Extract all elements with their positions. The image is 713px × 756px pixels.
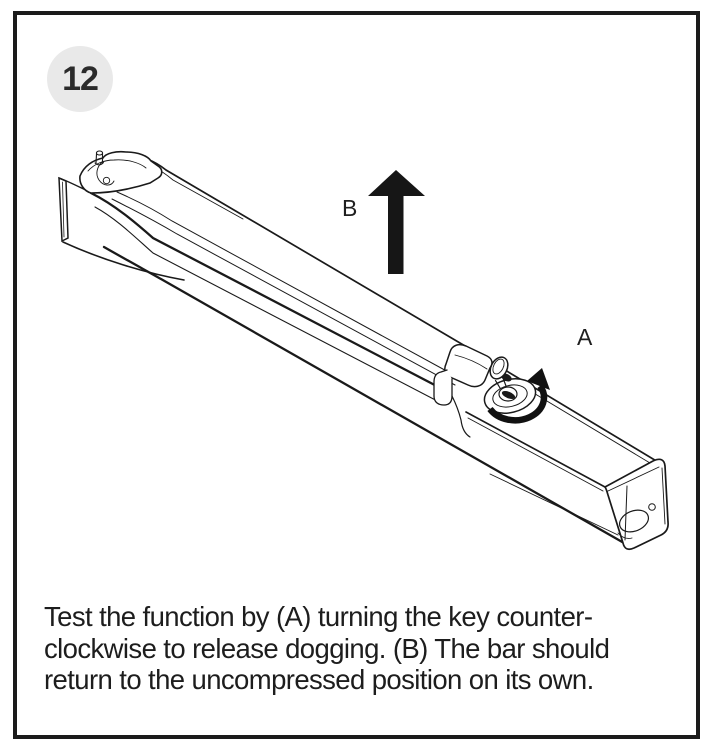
counterclockwise-rotation-arrow-icon bbox=[487, 368, 550, 424]
cover-top-crease-2 bbox=[111, 198, 456, 386]
cover-back-top-edge bbox=[146, 158, 478, 354]
step-number-badge: 12 bbox=[47, 46, 113, 112]
cover-end-edge bbox=[451, 395, 471, 438]
caption-line-2: clockwise to release dogging. (B) The ba… bbox=[44, 632, 610, 664]
key-icon bbox=[489, 356, 512, 389]
cover-front-crease bbox=[94, 206, 446, 406]
left-end-cap bbox=[58, 150, 163, 243]
end-face-bottom-arc bbox=[617, 532, 633, 539]
cap-pin-top bbox=[95, 150, 104, 156]
caption-line-1: Test the function by (A) turning the key… bbox=[44, 601, 593, 632]
cap-pin-sides bbox=[95, 152, 104, 164]
end-face bbox=[603, 458, 669, 551]
cap-dome bbox=[79, 150, 163, 194]
cover-front-top-edge bbox=[89, 191, 452, 395]
cap-detail-circle bbox=[102, 176, 111, 185]
key-cylinder bbox=[483, 356, 537, 414]
push-bar-body bbox=[62, 158, 626, 545]
caption: Test the function by (A) turning the key… bbox=[44, 601, 684, 696]
up-arrow-icon bbox=[368, 170, 425, 274]
channel-front-top-edge bbox=[465, 411, 606, 488]
end-face-right-lip bbox=[661, 467, 666, 525]
mounting-channel bbox=[465, 360, 659, 492]
plate-inner-line bbox=[62, 181, 65, 238]
keyway bbox=[501, 391, 516, 399]
panel-frame bbox=[13, 11, 700, 739]
end-face-outline bbox=[603, 458, 669, 551]
end-face-screw-hole bbox=[648, 503, 656, 511]
key-head-inner bbox=[492, 358, 505, 375]
dogging-housing bbox=[433, 343, 493, 438]
label-a: A bbox=[577, 324, 593, 350]
rotation-arrow-head bbox=[527, 368, 550, 390]
cap-pin-base bbox=[94, 162, 104, 166]
key-shaft bbox=[494, 377, 507, 389]
end-face-large-hole bbox=[618, 509, 650, 533]
bottom-left-edge bbox=[62, 241, 185, 281]
cap-hook-detail bbox=[96, 161, 115, 186]
escutcheon-inner-ring bbox=[492, 384, 528, 408]
housing-seam bbox=[454, 354, 488, 370]
label-b: B bbox=[342, 195, 357, 221]
bottom-edge bbox=[102, 245, 626, 545]
cover-top-crease-1 bbox=[116, 191, 453, 375]
step-number: 12 bbox=[62, 59, 99, 98]
cap-seam bbox=[87, 159, 147, 172]
bottom-right-highlight bbox=[489, 473, 619, 536]
rotation-arrow-arc bbox=[487, 384, 548, 424]
channel-front-top-highlight bbox=[467, 417, 604, 492]
caption-line-3: return to the uncompressed position on i… bbox=[44, 664, 594, 695]
cover-back-top-highlight bbox=[151, 165, 244, 220]
end-face-top-lip bbox=[607, 466, 660, 492]
housing-tab bbox=[433, 369, 453, 406]
channel-back-top-edge bbox=[489, 360, 659, 463]
